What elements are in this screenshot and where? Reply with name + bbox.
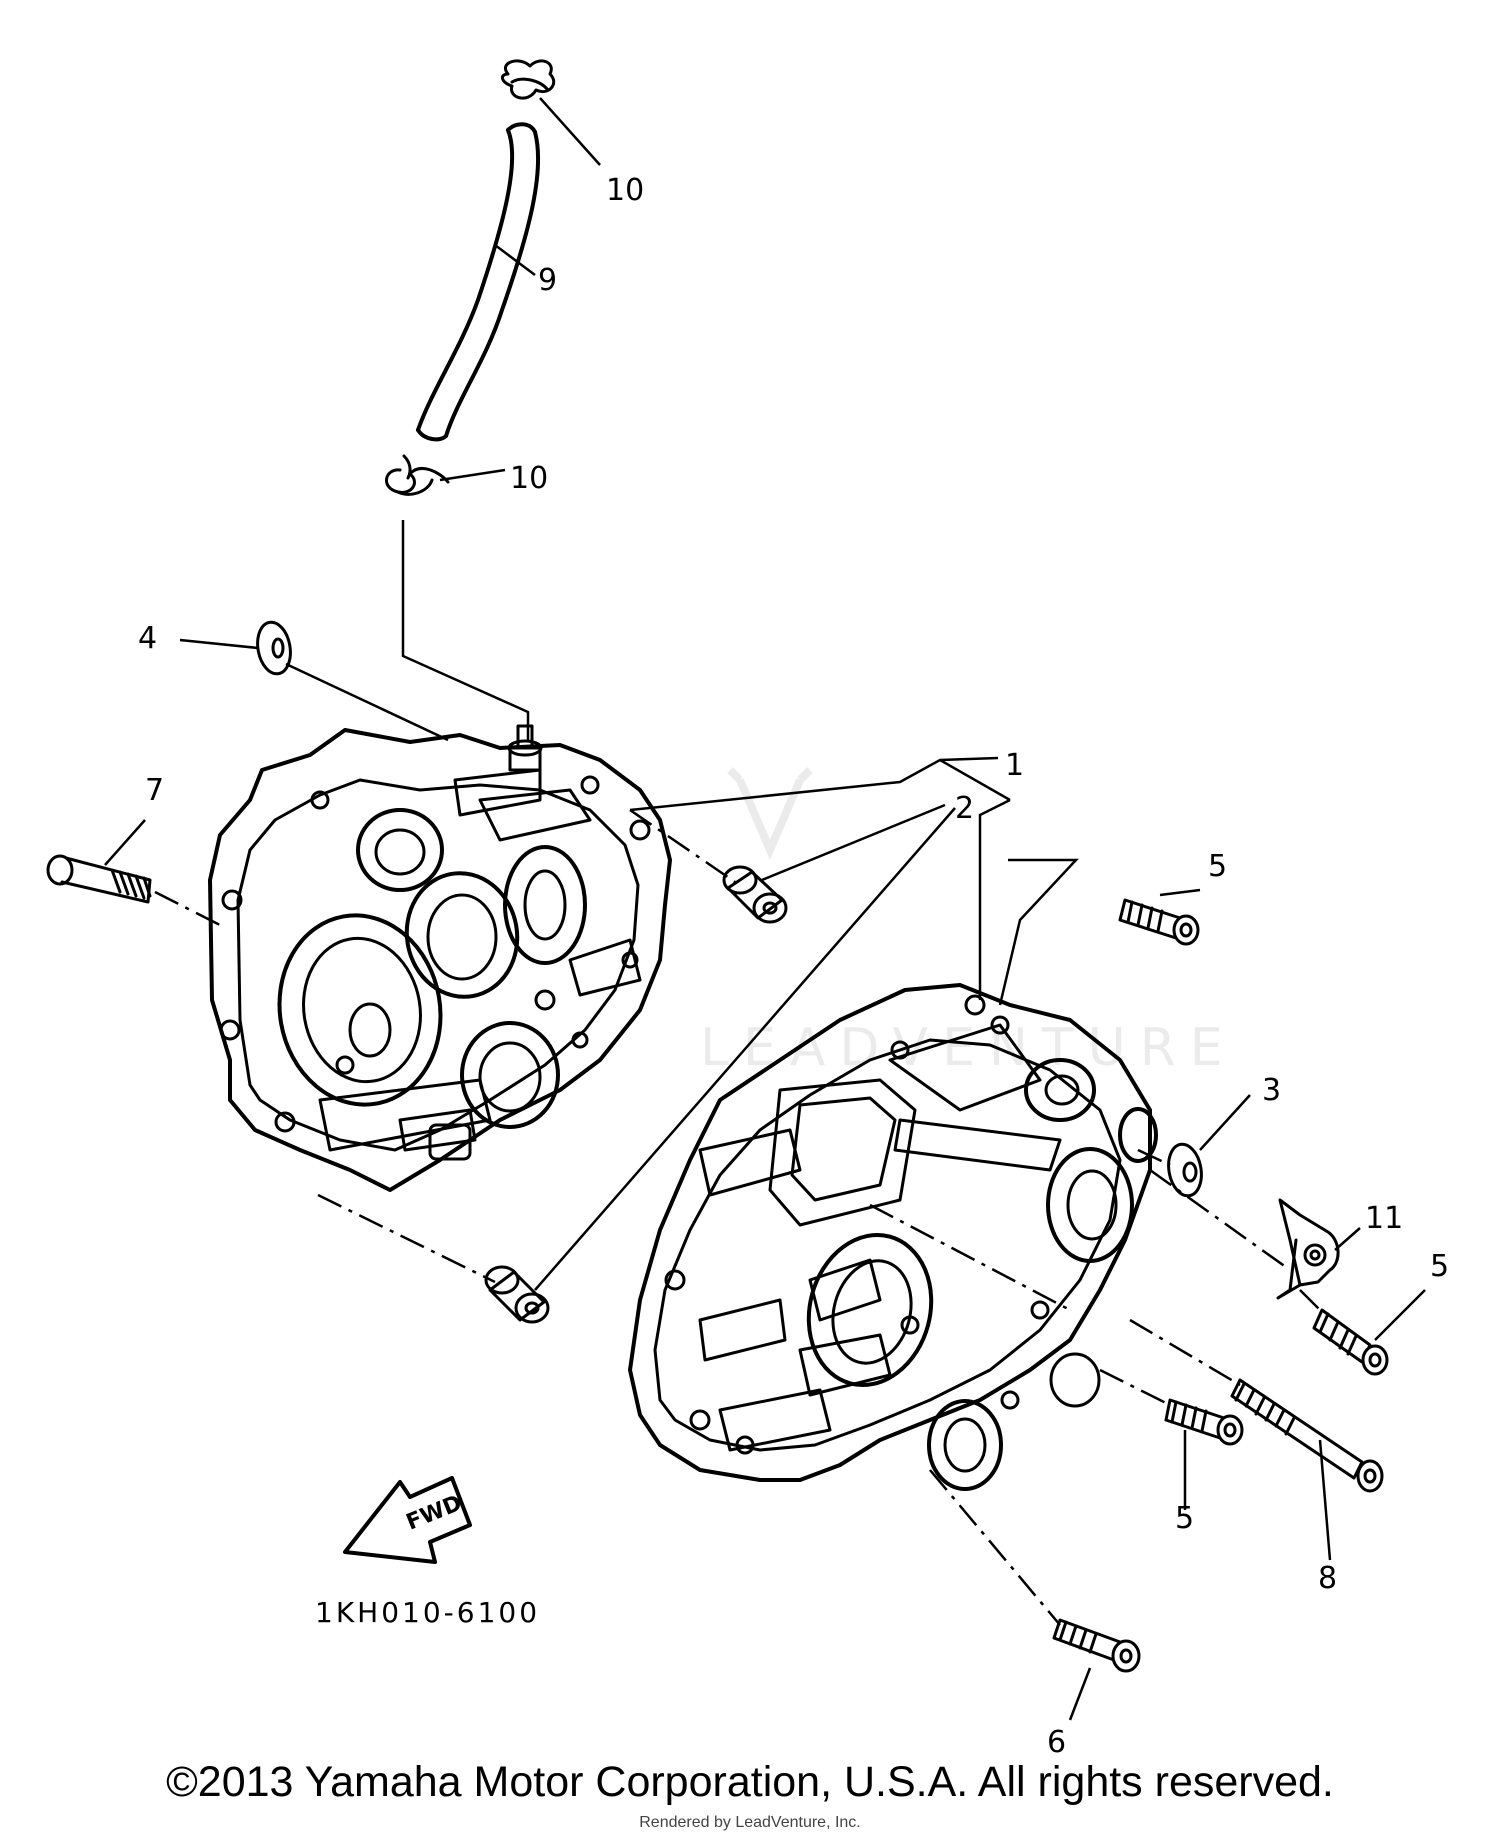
crankcase-right [628,983,1158,1491]
callout-8: 8 [1318,1561,1337,1596]
bolt-short-top [1118,898,1200,946]
bolt-short-right [1312,1308,1389,1376]
callout-9: 9 [538,263,557,298]
callout-1: 1 [1005,748,1024,783]
bracket-plate [1276,1198,1340,1300]
bolt-short-bottom [1164,1398,1244,1446]
callout-5-bottom: 5 [1175,1501,1194,1536]
bolt-bottom [1052,1618,1141,1673]
watermark-text: LEADVENTURE [700,1018,1237,1078]
callout-10-middle: 10 [510,461,548,496]
washer-left [256,620,292,676]
copyright-notice: ©2013 Yamaha Motor Corporation, U.S.A. A… [166,1758,1334,1806]
watermark: LEADVENTURE [700,767,1237,1078]
forward-direction-marker: FWD [343,1476,472,1564]
callout-3: 3 [1262,1073,1281,1108]
callout-11: 11 [1365,1201,1403,1236]
breather-hose [416,122,541,442]
bolt-long-right [1230,1378,1384,1493]
callout-6: 6 [1047,1725,1066,1760]
bolt-long-left [46,854,152,904]
callout-7: 7 [145,773,164,808]
callout-4: 4 [138,621,157,656]
diagram-code: 1KH010-6100 [315,1596,540,1629]
rendered-by-notice: Rendered by LeadVenture, Inc. [639,1814,861,1831]
hose-clamp-top [501,59,556,100]
callout-5-right: 5 [1430,1249,1449,1284]
callout-5-top: 5 [1208,849,1227,884]
washer-right [1167,1142,1203,1198]
hose-clamp-middle [385,454,450,496]
crankcase-left [208,724,672,1192]
dowel-pin-upper [722,865,788,924]
callout-10-top: 10 [606,173,644,208]
dowel-pin-lower [484,1265,550,1324]
callout-2: 2 [955,791,974,826]
